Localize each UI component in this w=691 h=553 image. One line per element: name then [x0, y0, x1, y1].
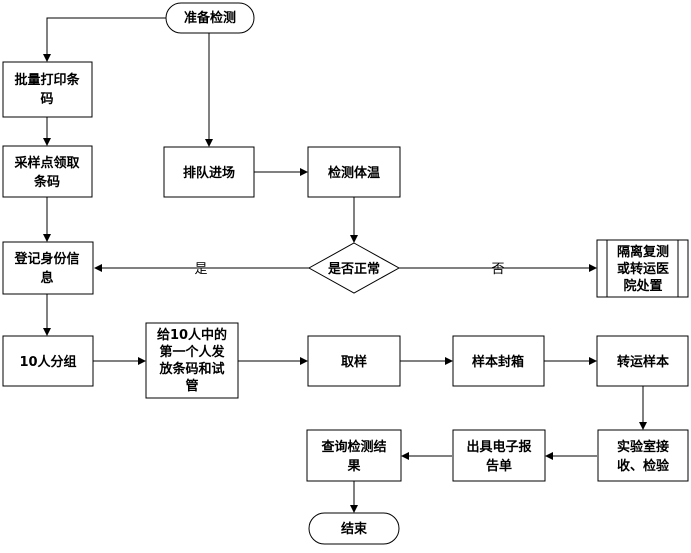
node-queue-label: 排队进场: [183, 165, 235, 181]
node-decision-label: 是否正常: [327, 261, 380, 277]
node-transport-label: 转运样本: [617, 354, 669, 370]
node-end: 结束: [308, 512, 400, 545]
node-query-line2: 果: [346, 459, 360, 474]
node-query-line1: 查询检测结: [320, 439, 386, 455]
edge-start-to-print: [43, 17, 166, 62]
node-temperature: 检测体温: [307, 146, 401, 198]
node-lab-line2: 收、检验: [617, 458, 670, 474]
node-distribute-line1: 给10人中的: [157, 327, 227, 343]
node-print-barcode: 批量打印条 码: [2, 61, 93, 118]
node-seal: 样本封箱: [452, 335, 545, 387]
node-lab-line1: 实验室接: [617, 439, 669, 455]
node-lab: 实验室接 收、检验: [597, 429, 689, 482]
node-query: 查询检测结 果: [306, 429, 402, 482]
node-distribute-line3: 放条码和试: [158, 361, 224, 377]
node-report-line2: 告单: [486, 458, 512, 474]
node-sample-label: 取样: [341, 354, 367, 370]
edge-label-no: 否: [491, 262, 504, 277]
node-isolate-line1: 隔离复测: [617, 244, 669, 260]
node-group: 10人分组: [2, 335, 94, 387]
node-decision: 是否正常: [307, 242, 401, 294]
node-distribute: 给10人中的 第一个人发 放条码和试 管: [145, 322, 239, 399]
node-isolate: 隔离复测 或转运医 院处置: [596, 239, 689, 298]
node-isolate-line3: 院处置: [623, 278, 662, 294]
node-register-line2: 息: [40, 270, 53, 286]
node-register: 登记身份信 息: [2, 241, 94, 295]
connectors: [43, 17, 647, 513]
node-collect-barcode-line2: 条码: [34, 174, 60, 190]
node-transport: 转运样本: [596, 335, 689, 387]
node-start: 准备检测: [165, 2, 255, 34]
node-collect-barcode-line1: 采样点领取: [13, 155, 80, 171]
node-group-label: 10人分组: [19, 354, 76, 370]
node-queue: 排队进场: [163, 146, 255, 198]
node-report-line1: 出具电子报: [466, 439, 532, 455]
node-isolate-line2: 或转运医: [617, 261, 669, 277]
node-distribute-line4: 管: [185, 378, 198, 394]
node-seal-label: 样本封箱: [472, 354, 524, 370]
node-distribute-line2: 第一个人发: [159, 344, 225, 360]
edge-label-yes: 是: [194, 262, 207, 277]
node-print-barcode-line2: 码: [40, 92, 53, 107]
node-start-label: 准备检测: [184, 10, 236, 26]
node-temperature-label: 检测体温: [328, 165, 380, 181]
node-collect-barcode: 采样点领取 条码: [2, 145, 93, 198]
node-sample: 取样: [307, 335, 401, 387]
node-register-line1: 登记身份信: [13, 251, 79, 267]
node-report: 出具电子报 告单: [452, 429, 546, 482]
node-print-barcode-line1: 批量打印条: [14, 72, 80, 88]
node-end-label: 结束: [341, 521, 368, 537]
